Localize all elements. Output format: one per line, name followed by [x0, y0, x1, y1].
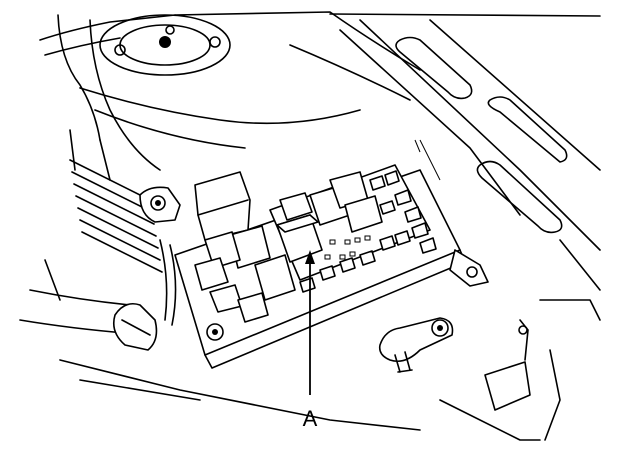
body-panel-outlines: [19, 11, 601, 441]
relays-and-fuses: [194, 170, 437, 323]
hose-clip: [112, 239, 177, 351]
battery-terminal: [378, 317, 454, 373]
callout-a: A: [303, 250, 318, 431]
left-ribbed-panel: [69, 129, 163, 273]
strut-mount: [99, 14, 231, 76]
callout-arrowhead: [305, 250, 315, 264]
lower-bracket: [484, 319, 531, 411]
callout-label: A: [303, 406, 318, 431]
